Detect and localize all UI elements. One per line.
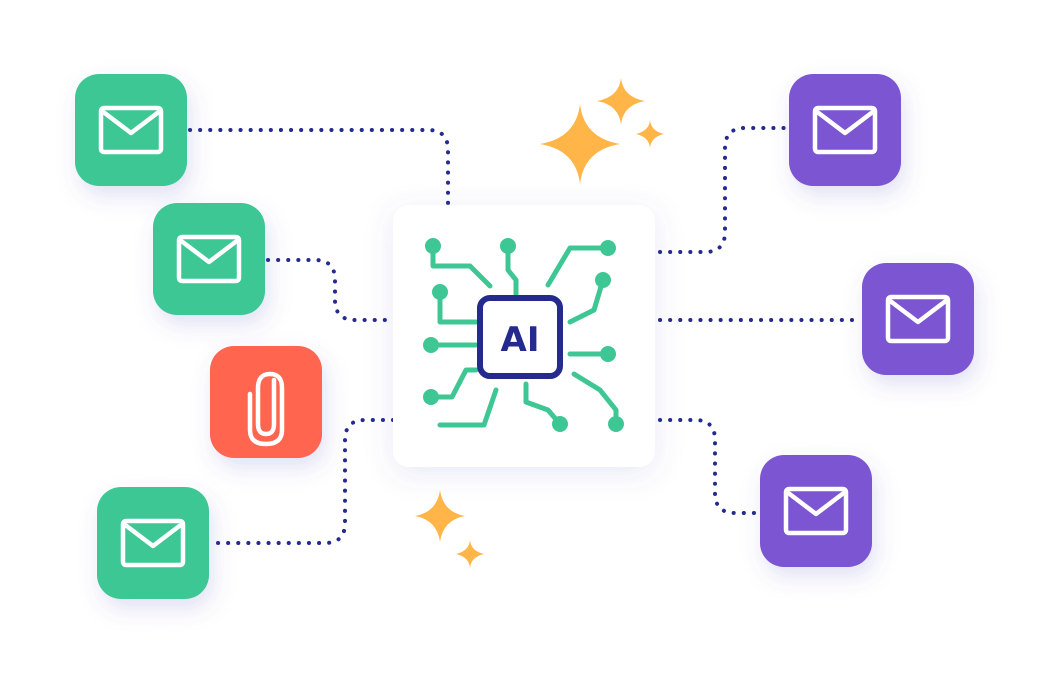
connectors xyxy=(188,126,862,545)
input-tiles xyxy=(75,74,322,599)
sparkle-icon xyxy=(415,490,465,542)
ai-chip-label: AI xyxy=(501,320,540,360)
sparkle-icon xyxy=(456,540,484,568)
output-tile-email-2 xyxy=(862,263,974,375)
output-tiles xyxy=(760,74,974,567)
sparkles xyxy=(415,78,664,568)
connector-out-3 xyxy=(658,418,762,515)
circuit-traces xyxy=(423,238,624,432)
connector-in-1 xyxy=(188,128,450,207)
paperclip-icon xyxy=(247,371,285,447)
input-tile-email-2 xyxy=(153,203,265,315)
connector-out-1 xyxy=(658,126,790,254)
output-tile-email-3 xyxy=(760,455,872,567)
sparkle-icon xyxy=(540,104,620,184)
input-tile-email-1 xyxy=(75,74,187,186)
input-tile-email-3 xyxy=(97,487,209,599)
sparkle-icon xyxy=(597,78,645,125)
ai-chip-frame xyxy=(477,295,563,379)
connector-in-2 xyxy=(266,258,395,322)
ai-hub-card: AI xyxy=(393,205,655,467)
connector-in-4 xyxy=(216,418,395,545)
ai-chip-icon: AI xyxy=(423,238,624,432)
input-tile-attachment xyxy=(210,346,322,458)
output-tile-email-1 xyxy=(789,74,901,186)
sparkle-icon xyxy=(636,120,664,148)
